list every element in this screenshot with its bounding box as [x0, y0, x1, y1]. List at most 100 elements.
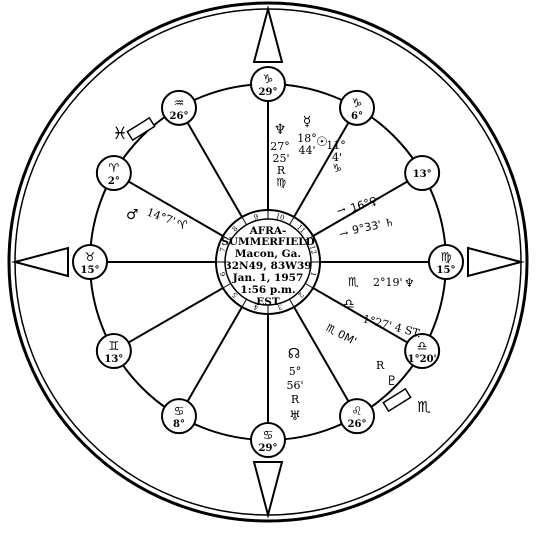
- cusp-sign: ♈: [108, 161, 119, 175]
- cusp-sign: ♒: [174, 96, 185, 110]
- tenth-house-planets: ♆ 27° 25' R ♍ ☿ 18° 44' ☉ 11° 4' ♑: [270, 114, 346, 189]
- angle-spikes: [11, 5, 525, 519]
- pisces-tab: ♓: [112, 116, 156, 144]
- hub-tick: [289, 216, 295, 226]
- center-line-6: 1:56 p.m.: [240, 284, 295, 296]
- angle-spike: [252, 461, 284, 519]
- house-number: 2: [296, 290, 305, 299]
- cusp-top: ♑29°: [250, 66, 286, 102]
- cusp-degree: 13°: [104, 354, 123, 365]
- cusp-circle: [161, 89, 197, 126]
- node-glyph: ☊: [288, 346, 300, 362]
- venus-arrow: →: [335, 203, 348, 218]
- cusp-degree: 29°: [259, 87, 278, 98]
- cusp-circle: [95, 155, 132, 191]
- house-number: 5: [231, 290, 240, 299]
- cusp-sign: ♑: [352, 96, 363, 110]
- cusp-sign: ♑: [263, 72, 274, 86]
- angle-spike: [11, 246, 69, 278]
- cusp-degree: 15°: [437, 265, 456, 276]
- mars-glyph: ♂: [126, 207, 139, 223]
- cusp-degree: 29°: [259, 443, 278, 454]
- house-number: 3: [277, 302, 283, 311]
- cusp-sign: ♉: [85, 250, 96, 264]
- pluto-retro: R: [376, 359, 385, 372]
- house-spoke: [178, 107, 243, 218]
- cusp-sign: ♊: [108, 339, 119, 353]
- house-spoke: [113, 287, 224, 352]
- house-number: 8: [231, 225, 240, 234]
- house-number: 12: [308, 245, 318, 256]
- center-line-1: AFRA-: [249, 225, 287, 237]
- hub-ticks: [216, 210, 320, 314]
- scorpio-tab-box: [382, 387, 412, 413]
- house-spokes: [90, 84, 446, 440]
- cusp-sign: ♍: [441, 250, 452, 264]
- neptune-seventh-sign: ♏: [348, 275, 359, 289]
- angle-spike: [252, 5, 284, 63]
- mercury-glyph: ☿: [303, 114, 312, 130]
- house-number: 6: [219, 270, 228, 277]
- cusp-circle: [72, 244, 108, 280]
- hub-tick: [304, 283, 314, 289]
- neptune-degree: 27°: [270, 140, 290, 153]
- cusp-circle: [404, 155, 441, 191]
- fourth-house-planets: ☊ 5° 56' R ♅: [286, 346, 303, 424]
- neptune-minute: 25': [272, 152, 289, 165]
- mars-sign: ♈: [177, 218, 188, 232]
- cusp-right-upper: 13°: [404, 155, 441, 191]
- cusp-lower-left: ♊13°: [95, 333, 132, 369]
- cusp-degree: 13°: [413, 169, 432, 180]
- stationary-text: 1°27' 4 ST.: [361, 312, 423, 340]
- cusp-circle: [404, 333, 441, 369]
- node-minute: 56': [286, 379, 303, 392]
- cusp-bottom: ♋29°: [250, 422, 286, 458]
- center-info: AFRA- SUMMERFIELD Macon, Ga. 32N49, 83W3…: [221, 225, 315, 308]
- scorpio-glyph: ♏: [417, 398, 431, 416]
- hub-tick: [304, 235, 314, 241]
- node-retro: R: [291, 393, 300, 406]
- center-line-2: SUMMERFIELD: [221, 236, 315, 248]
- uranus-glyph: ♅: [289, 409, 301, 424]
- sun-sign: ♑: [332, 162, 342, 175]
- mercury-minute: 44': [298, 144, 315, 157]
- cusp-degree: 26°: [348, 419, 367, 430]
- center-line-4: 32N49, 83W39: [224, 260, 311, 272]
- house-spoke: [312, 172, 423, 237]
- mars-degree: 14°7': [145, 206, 177, 228]
- cusp-degree: 15°: [81, 265, 100, 276]
- neptune-sign: ♍: [276, 176, 286, 189]
- cusp-sign: ♋: [174, 404, 185, 418]
- cusp-right: ♍15°: [428, 244, 464, 280]
- cusp-markers: ♑29°♑6°13°♍15°♎1°20'♌26°♋29°♋8°♊13°♉15°♈…: [72, 66, 464, 458]
- neptune-retro: R: [277, 164, 286, 177]
- saturn-text: 9°33' ♄: [351, 215, 396, 237]
- pluto-glyph: ♇: [386, 374, 398, 389]
- cusp-circle: [339, 89, 375, 126]
- cusp-degree: 2°: [108, 176, 120, 187]
- angle-spike: [467, 246, 525, 278]
- cusp-sign: ♋: [263, 428, 274, 442]
- cusp-bottom-left: ♋8°: [161, 398, 197, 435]
- cusp-degree: 26°: [170, 111, 189, 122]
- house-number: 4: [252, 302, 259, 311]
- cusp-circle: [161, 398, 197, 435]
- house-number: 11: [295, 223, 307, 235]
- outer-ring: [7, 1, 529, 523]
- sun-degree: 11°: [326, 139, 346, 152]
- house-number: 10: [275, 212, 286, 222]
- cusp-degree: 6°: [351, 111, 363, 122]
- cusp-circle: [95, 333, 132, 369]
- stationary-sign: ♎: [343, 297, 355, 312]
- venus-text: 16°♀: [349, 194, 379, 215]
- cusp-bottom-right: ♌26°: [339, 398, 375, 435]
- cusp-degree: 8°: [173, 419, 185, 430]
- cusp-circle: [250, 422, 286, 458]
- hub-tick: [241, 298, 247, 308]
- node-degree: 5°: [289, 365, 302, 378]
- cusp-circle: [339, 398, 375, 435]
- pisces-tab-box: [126, 116, 156, 142]
- hub-tick: [222, 283, 232, 289]
